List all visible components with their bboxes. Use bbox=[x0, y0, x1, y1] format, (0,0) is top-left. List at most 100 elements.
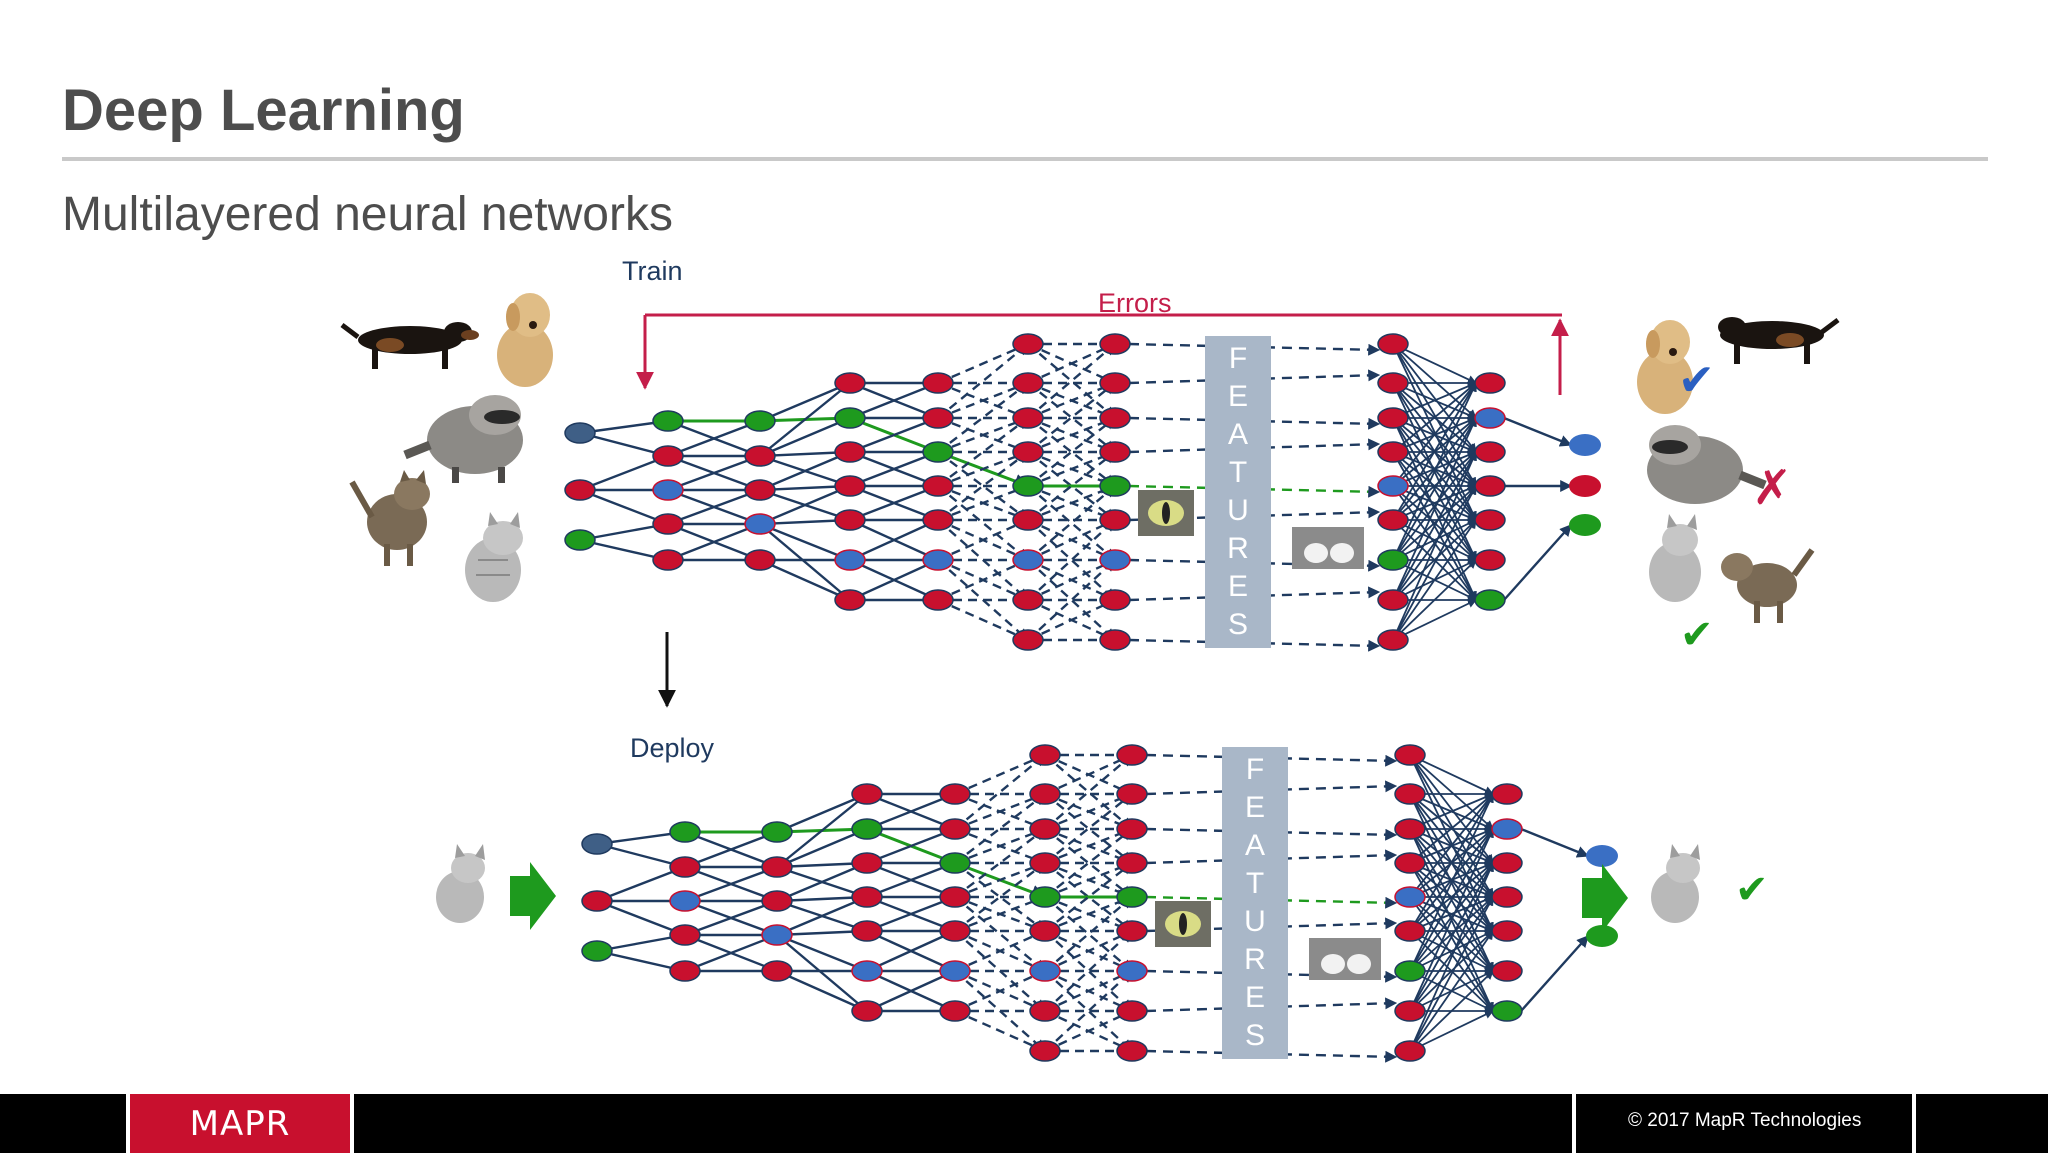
hidden-node bbox=[1116, 818, 1148, 840]
title-divider bbox=[62, 157, 1988, 161]
hidden-node bbox=[1491, 852, 1523, 874]
footer-separator bbox=[1912, 1094, 1916, 1153]
errors-feedback-arrow: Errors bbox=[636, 288, 1569, 395]
deploy-correct-check: ✔ bbox=[1735, 868, 1769, 912]
hidden-node bbox=[939, 920, 971, 942]
hidden-node bbox=[1474, 509, 1506, 531]
hidden-node bbox=[834, 509, 866, 531]
hidden-node bbox=[761, 821, 793, 843]
footer-separator bbox=[1572, 1094, 1576, 1153]
output-node bbox=[1586, 845, 1618, 867]
cat-paws-icon bbox=[1309, 938, 1381, 980]
labrador-icon bbox=[497, 293, 553, 387]
gray-cat-icon bbox=[1649, 514, 1701, 602]
hidden-node bbox=[744, 479, 776, 501]
hidden-node bbox=[922, 589, 954, 611]
hidden-node bbox=[851, 783, 883, 805]
hidden-node bbox=[1394, 783, 1426, 805]
errors-label: Errors bbox=[1098, 288, 1172, 318]
hidden-node bbox=[669, 821, 701, 843]
hidden-node bbox=[1029, 920, 1061, 942]
hidden-node bbox=[1012, 509, 1044, 531]
hidden-node bbox=[1099, 441, 1131, 463]
hidden-node bbox=[652, 513, 684, 535]
hidden-node bbox=[1474, 589, 1506, 611]
hidden-node bbox=[1377, 441, 1409, 463]
footer-separator bbox=[126, 1094, 130, 1153]
features-letter: E bbox=[1228, 380, 1248, 413]
hidden-node bbox=[851, 960, 883, 982]
hidden-node bbox=[1474, 441, 1506, 463]
hidden-node bbox=[1029, 852, 1061, 874]
cat-eye-icon bbox=[1155, 901, 1211, 947]
hidden-node bbox=[744, 549, 776, 571]
hidden-node bbox=[1377, 549, 1409, 571]
hidden-node bbox=[1116, 886, 1148, 908]
hidden-node bbox=[851, 852, 883, 874]
features-letter: F bbox=[1246, 753, 1264, 786]
hidden-node bbox=[1377, 475, 1409, 497]
hidden-node bbox=[1099, 407, 1131, 429]
hidden-node bbox=[1116, 1040, 1148, 1062]
hidden-node bbox=[744, 513, 776, 535]
hidden-node bbox=[1491, 886, 1523, 908]
hidden-node bbox=[1029, 783, 1061, 805]
copyright-text: © 2017 MapR Technologies bbox=[1628, 1110, 1862, 1131]
hidden-node bbox=[1012, 475, 1044, 497]
hidden-node bbox=[1491, 1000, 1523, 1022]
hidden-node bbox=[851, 1000, 883, 1022]
hidden-node bbox=[652, 445, 684, 467]
hidden-node bbox=[1377, 333, 1409, 355]
features-letter: A bbox=[1245, 829, 1265, 862]
hidden-node bbox=[1116, 744, 1148, 766]
hidden-node bbox=[1474, 475, 1506, 497]
hidden-node bbox=[1394, 818, 1426, 840]
dachshund-icon bbox=[340, 322, 479, 369]
features-letter: U bbox=[1244, 905, 1266, 938]
cat-paws-icon bbox=[1292, 527, 1364, 569]
hidden-node bbox=[1474, 407, 1506, 429]
hidden-node bbox=[744, 445, 776, 467]
features-letter: E bbox=[1228, 570, 1248, 603]
mapr-logo: MAPR bbox=[130, 1094, 350, 1153]
hidden-node bbox=[1099, 629, 1131, 651]
hidden-node bbox=[1116, 852, 1148, 874]
hidden-node bbox=[1377, 407, 1409, 429]
hidden-node bbox=[1012, 549, 1044, 571]
hidden-node bbox=[1012, 629, 1044, 651]
hidden-node bbox=[851, 818, 883, 840]
raccoon-icon bbox=[1647, 425, 1767, 504]
input-node bbox=[581, 833, 613, 855]
hidden-node bbox=[761, 856, 793, 878]
tabby-cat-icon bbox=[1721, 548, 1815, 623]
hidden-node bbox=[1116, 1000, 1148, 1022]
input-node bbox=[564, 529, 596, 551]
hidden-node bbox=[851, 886, 883, 908]
hidden-node bbox=[1394, 1000, 1426, 1022]
hidden-node bbox=[652, 549, 684, 571]
hidden-node bbox=[851, 920, 883, 942]
dog-correct-check: ✔ bbox=[1678, 356, 1715, 405]
hidden-node bbox=[1394, 886, 1426, 908]
hidden-node bbox=[922, 549, 954, 571]
hidden-node bbox=[834, 441, 866, 463]
hidden-node bbox=[1377, 629, 1409, 651]
features-letter: E bbox=[1245, 981, 1265, 1014]
features-letter: S bbox=[1245, 1019, 1265, 1052]
features-letter: R bbox=[1227, 532, 1249, 565]
input-node bbox=[581, 890, 613, 912]
hidden-node bbox=[1491, 920, 1523, 942]
hidden-node bbox=[1491, 818, 1523, 840]
hidden-node bbox=[1029, 960, 1061, 982]
hidden-node bbox=[939, 783, 971, 805]
hidden-node bbox=[939, 886, 971, 908]
input-node bbox=[564, 479, 596, 501]
hidden-node bbox=[939, 1000, 971, 1022]
raccoon-wrong-cross: ✗ bbox=[1752, 462, 1792, 515]
input-node bbox=[581, 940, 613, 962]
slide-subtitle: Multilayered neural networks bbox=[62, 188, 673, 241]
green-arrow-icon bbox=[1582, 864, 1628, 932]
features-letter: T bbox=[1246, 867, 1264, 900]
hidden-node bbox=[922, 509, 954, 531]
